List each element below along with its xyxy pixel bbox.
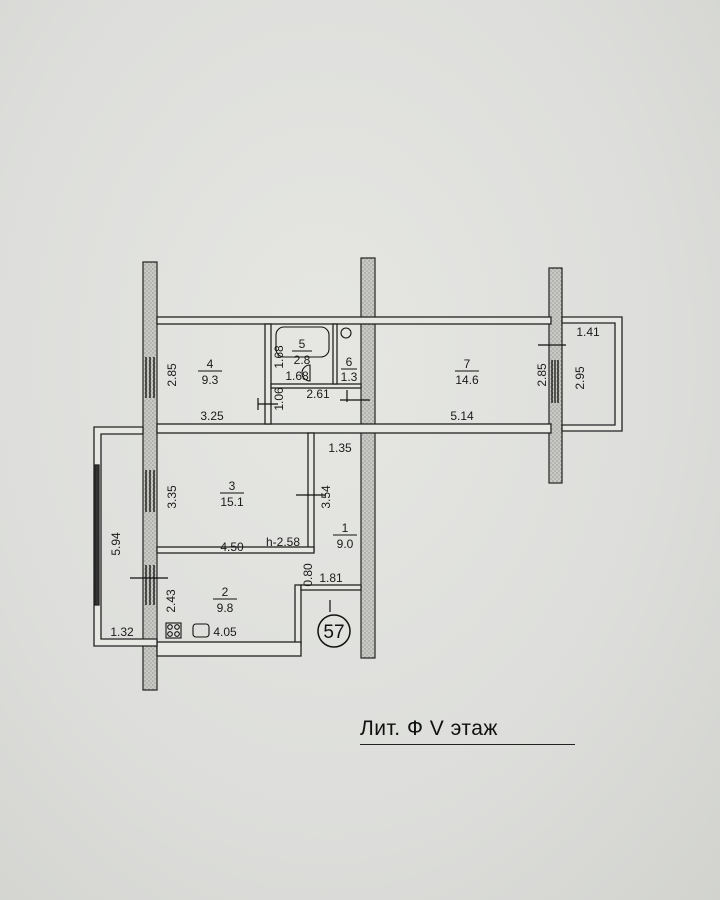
dim-balcony-left-width: 1.32: [110, 625, 134, 639]
room-1-area: 9.0: [337, 537, 354, 551]
room-2-number: 2: [222, 585, 229, 599]
wall-entry-top: [300, 584, 362, 591]
floor-caption: Лит. Ф V этаж: [360, 717, 575, 745]
dim-room3-width: 4.50: [220, 540, 244, 554]
dim-room2-width: 4.05: [213, 625, 237, 639]
dim-balcony-top-height: 2.95: [573, 366, 587, 390]
balcony-right: [561, 316, 623, 432]
dim-hall-top: 1.35: [328, 441, 352, 455]
room-2-area: 9.8: [217, 601, 234, 615]
bathtub-icon: [275, 326, 330, 358]
wall-middle-vertical: [360, 257, 376, 659]
dim-room3-height: 3.35: [165, 485, 179, 509]
room-6-number: 6: [346, 355, 353, 369]
room-3-number: 3: [229, 479, 236, 493]
balcony-left: [93, 426, 158, 647]
room-7-area: 14.6: [455, 373, 479, 387]
window-room4: [145, 357, 155, 398]
wall-bath-bottom: [270, 383, 362, 389]
dim-room4-height: 2.85: [165, 363, 179, 387]
apartment-number-circle: [317, 614, 351, 648]
dim-balcony-left-height: 5.94: [109, 532, 123, 556]
stove-burner-icon: [167, 624, 173, 630]
window-room7: [551, 360, 559, 403]
wall-room4-right: [264, 323, 272, 425]
kitchen-sink-icon: [192, 623, 210, 638]
room-4-number: 4: [207, 357, 214, 371]
dim-corridor-width: 2.61: [306, 387, 330, 401]
stove-burner-icon: [174, 631, 180, 637]
wall-room3-right: [307, 432, 315, 552]
window-room3: [145, 470, 155, 512]
dim-room5-width: 1.68: [285, 369, 309, 383]
dim-room7-height: 2.85: [535, 363, 549, 387]
dim-ceiling-height: h-2.58: [266, 535, 300, 549]
wall-mid-horizontal: [156, 423, 552, 434]
room-7-number: 7: [464, 357, 471, 371]
wall-kitchen-right: [294, 584, 302, 646]
dim-entry-depth: 0.80: [301, 563, 315, 587]
dim-room3-inner: 3.54: [319, 485, 333, 509]
room-5-number: 5: [299, 337, 306, 351]
dim-balcony-top-width: 1.41: [576, 325, 600, 339]
stove-burner-icon: [167, 631, 173, 637]
room-5-area: 2.8: [294, 353, 311, 367]
room-1-number: 1: [342, 521, 349, 535]
stove-burner-icon: [174, 624, 180, 630]
wall-bath-divider: [332, 323, 338, 385]
window-room2: [145, 565, 155, 605]
dim-room2-height: 2.43: [164, 589, 178, 613]
dim-room4-width: 3.25: [200, 409, 224, 423]
wall-room3-bottom: [156, 546, 315, 554]
dim-room5-height: 1.68: [272, 345, 286, 369]
apartment-number: 57: [323, 622, 344, 643]
wall-top: [156, 316, 552, 325]
dim-bath-gap: 1.06: [272, 387, 286, 411]
dim-room7-width: 5.14: [450, 409, 474, 423]
wall-bottom: [156, 641, 302, 657]
balcony-left-glazing: [94, 464, 100, 606]
room-3-area: 15.1: [220, 495, 244, 509]
dim-entry-width: 1.81: [319, 571, 343, 585]
toilet-icon: [340, 327, 352, 339]
sink-icon: [301, 364, 311, 382]
room-4-area: 9.3: [202, 373, 219, 387]
stove-icon: [165, 622, 182, 639]
room-6-area: 1.3: [341, 370, 358, 384]
